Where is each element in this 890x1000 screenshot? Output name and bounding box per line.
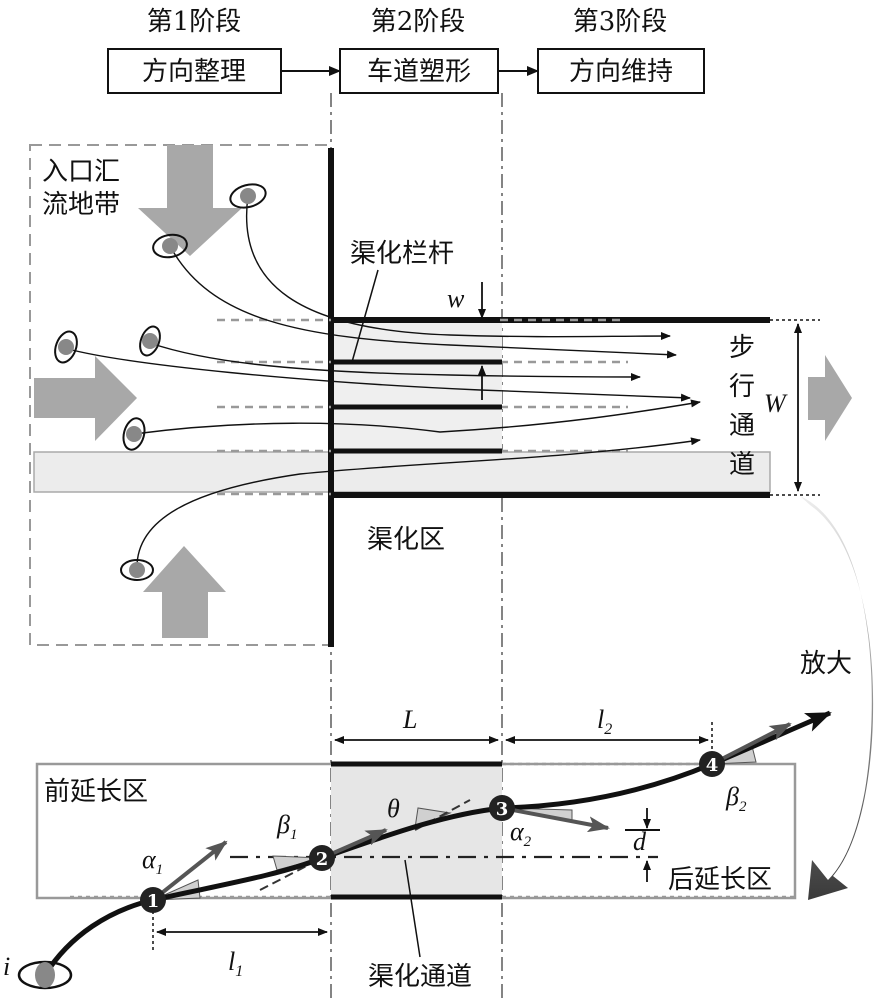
point-2-label: 2 <box>316 849 329 870</box>
pedestrian-1 <box>229 183 267 209</box>
stage-header: 第1阶段 第2阶段 第3阶段 方向整理 车道塑形 方向维持 <box>107 7 705 94</box>
pedestrian-5 <box>122 417 146 451</box>
pedestrian-4 <box>54 330 78 364</box>
walkway-label-1: 步 <box>729 333 755 363</box>
dir-arrow-4 <box>711 722 792 766</box>
arrow-top-down <box>138 145 242 256</box>
point-3-label: 3 <box>496 799 509 820</box>
channel-zone-label: 渠化区 <box>367 525 445 555</box>
point-4-label: 4 <box>706 755 719 776</box>
theta-label: θ <box>387 794 400 823</box>
walkway-label-3: 通 <box>729 411 755 441</box>
d-label: d <box>633 827 647 856</box>
pedestrian-2 <box>152 233 188 259</box>
walkway-label-2: 行 <box>729 372 755 402</box>
zoom-label: 放大 <box>800 649 852 679</box>
merge-zone-label-2: 流地带 <box>42 190 120 220</box>
point-3: 3 <box>489 795 515 821</box>
arrow-bottom-up <box>143 546 226 638</box>
length-l1-label: l1 <box>228 947 243 980</box>
alpha2-label: α2 <box>510 817 532 850</box>
channel-passage-leader <box>404 859 421 958</box>
pedestrian-6 <box>120 559 154 581</box>
channel-passage-label: 渠化通道 <box>368 962 472 992</box>
stage-3-box <box>537 48 705 94</box>
stage-1-label: 方向整理 <box>142 57 246 87</box>
pedestrians <box>54 183 267 581</box>
channel-rail-label: 渠化栏杆 <box>350 239 454 269</box>
trajectories <box>67 195 701 571</box>
walkway-width-label: W <box>764 389 788 418</box>
stage-3-label: 方向维持 <box>569 57 673 87</box>
pedestrian-i <box>17 960 73 990</box>
front-ext-zone-label: 前延长区 <box>44 777 148 807</box>
point-2: 2 <box>309 845 335 871</box>
stage-2-title: 第2阶段 <box>371 7 466 37</box>
stage-2-box <box>339 48 499 94</box>
stage-1-box <box>107 48 282 94</box>
walkway-label-4: 道 <box>729 450 755 480</box>
alpha1-label: α1 <box>142 845 163 878</box>
rail-gap-label: w <box>447 284 465 313</box>
walkway-band <box>33 451 771 493</box>
stage-3-title: 第3阶段 <box>573 7 668 37</box>
ext-dash-2 <box>414 799 471 831</box>
i-label: i <box>3 952 10 981</box>
point-1: 1 <box>140 887 166 913</box>
channel-passage-fill <box>331 764 502 898</box>
dir-arrow-1 <box>151 840 228 902</box>
beta2-label: β2 <box>725 782 747 815</box>
point-1-label: 1 <box>147 891 160 912</box>
beta1-label: β1 <box>276 810 297 843</box>
rear-ext-zone-label: 后延长区 <box>668 865 772 895</box>
stage-1-title: 第1阶段 <box>147 7 242 37</box>
arrow-left-right <box>34 356 137 441</box>
pedestrian-3 <box>139 325 161 357</box>
dir-arrow-3 <box>501 806 610 833</box>
arrow-exit-right <box>808 355 852 441</box>
length-l2-label: l2 <box>597 705 612 738</box>
point-4: 4 <box>699 751 725 777</box>
merge-zone-label-1: 入口汇 <box>42 157 120 187</box>
stage-2-label: 车道塑形 <box>367 57 471 87</box>
zoom-arrow <box>800 496 874 900</box>
channel-rail-leader <box>351 269 379 363</box>
length-L-label: L <box>402 705 417 734</box>
